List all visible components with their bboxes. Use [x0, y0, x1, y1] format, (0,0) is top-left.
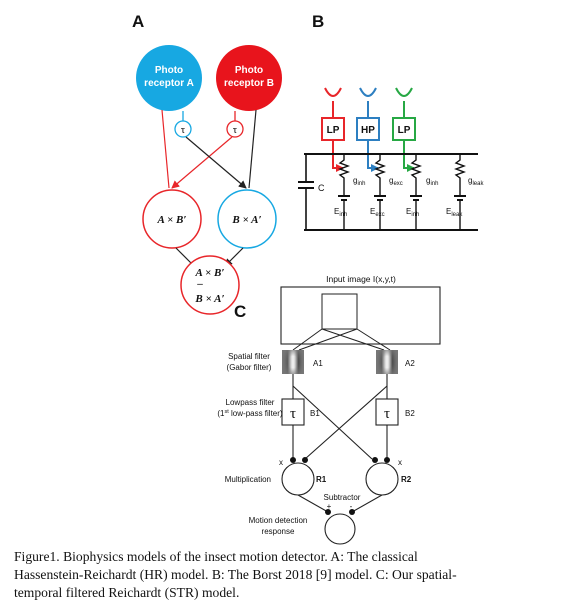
panel-a-label: A: [132, 12, 144, 31]
spatial-filter-label-1: Spatial filter: [228, 352, 270, 361]
caption-line-1: Figure1. Biophysics models of the insect…: [14, 549, 418, 564]
branch-inh-2: ginh Einh: [406, 154, 438, 230]
spatial-filter-label-2: (Gabor filter): [227, 363, 272, 372]
branch-leak: gleak Eleak: [446, 154, 484, 230]
receptive-field-box: [321, 293, 358, 330]
filter-label-2: HP: [361, 125, 375, 136]
multiplier-right: [217, 189, 277, 249]
cross-line-a2-to-r1: [304, 385, 388, 460]
input-green-icon: [395, 87, 413, 97]
panel-c-label: C: [234, 302, 246, 321]
caption-line-3: temporal filtered Reichardt (STR) model.: [14, 585, 240, 600]
panel-b: B LP HP LP C ginh: [298, 12, 484, 231]
a1-label: A1: [313, 359, 323, 368]
delay-filter-a: [174, 120, 192, 138]
r2-label: R2: [401, 475, 412, 484]
x-right: x: [398, 458, 402, 467]
photoreceptor-a-line1: Photo: [155, 65, 183, 76]
arrow-b-delayed-to-left: [171, 136, 233, 189]
b1-label: B1: [310, 409, 320, 418]
capacitor-label: C: [318, 183, 325, 193]
input-image-box: [280, 286, 441, 345]
subtractor-c: [324, 513, 356, 545]
cross-line-a1-to-r2: [292, 385, 373, 460]
response-label-2: response: [262, 527, 295, 536]
subtractor-a: [180, 255, 240, 315]
subtractor-minus: –: [196, 278, 203, 290]
subtractor-top-label: A × B′: [195, 267, 225, 279]
branch-exc: gexc Eexc: [370, 154, 403, 230]
delay-tau-a: τ: [181, 124, 186, 136]
r1-label: R1: [316, 475, 327, 484]
lowpass-label-2: (1st low-pass filter): [217, 409, 283, 418]
filter-label-3: LP: [398, 125, 411, 136]
panel-c: C Input image I(x,y,t) A1 A2 Spatial fil…: [217, 274, 441, 545]
multiplier-r1: [281, 462, 315, 496]
gabor-filter-a2: [376, 350, 398, 374]
delay-tau-b: τ: [233, 124, 238, 136]
multiplier-left-label: A × B′: [157, 214, 187, 226]
conductance-4: gleak: [468, 176, 484, 187]
multiplier-left: [142, 189, 202, 249]
conductance-2: gexc: [389, 176, 403, 187]
potential-3: Einh: [406, 207, 419, 218]
plus-sign: +: [327, 502, 332, 511]
conductance-3: ginh: [426, 176, 438, 187]
photoreceptor-a: [136, 45, 202, 111]
minus-sign: -: [350, 502, 353, 511]
potential-1: Einh: [334, 207, 347, 218]
photoreceptor-b-line2: receptor B: [224, 78, 274, 89]
photoreceptor-b-line1: Photo: [235, 65, 263, 76]
potential-2: Eexc: [370, 207, 385, 218]
multiplier-right-label: B × A′: [231, 214, 261, 226]
figure-canvas: A Photo receptor A Photo receptor B τ τ …: [132, 12, 484, 545]
conductance-1: ginh: [353, 176, 365, 187]
multiplication-label: Multiplication: [225, 475, 271, 484]
photoreceptor-a-line2: receptor A: [144, 78, 194, 89]
tau-b2: τ: [384, 406, 390, 422]
subtractor-label: Subtractor: [324, 493, 361, 502]
branch-inh-1: ginh Einh: [334, 154, 365, 230]
gabor-filter-a1: [282, 350, 304, 374]
b2-label: B2: [405, 409, 415, 418]
input-red-icon: [324, 87, 342, 97]
delay-filter-b: [226, 120, 244, 138]
panel-b-label: B: [312, 12, 324, 31]
caption-line-2: Hassenstein-Reichardt (HR) model. B: The…: [14, 567, 457, 582]
a2-label: A2: [405, 359, 415, 368]
panel-a: A Photo receptor A Photo receptor B τ τ …: [132, 12, 282, 315]
photoreceptor-b: [216, 45, 282, 111]
x-left: x: [279, 458, 283, 467]
arrow-b-to-right: [248, 109, 257, 189]
filter-label-1: LP: [327, 125, 340, 136]
lowpass-label-1: Lowpass filter: [226, 398, 275, 407]
arrow-a-delayed-to-right: [185, 136, 247, 189]
subtractor-bottom-label: B × A′: [194, 293, 224, 305]
input-image-label: Input image I(x,y,t): [326, 274, 396, 284]
multiplier-r2: [365, 462, 399, 496]
response-label-1: Motion detection: [249, 516, 308, 525]
potential-4: Eleak: [446, 207, 463, 218]
input-blue-icon: [359, 87, 377, 97]
arrow-a-to-left: [161, 109, 170, 189]
figure-caption: Figure1. Biophysics models of the insect…: [14, 548, 562, 602]
tau-b1: τ: [290, 406, 296, 422]
